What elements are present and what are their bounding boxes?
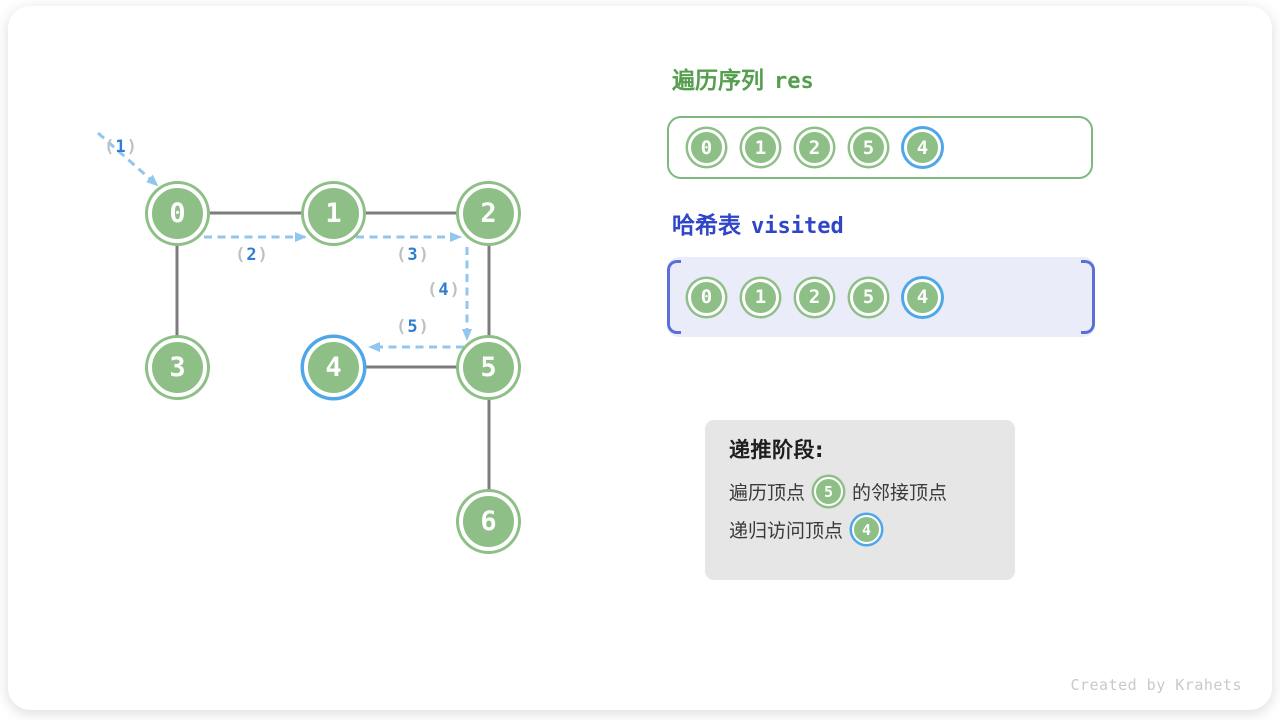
graph-node-1: 1	[304, 184, 363, 243]
res-title-zh: 遍历序列	[672, 68, 764, 94]
step-label-2: (2)	[235, 245, 269, 265]
info-line1-prefix: 遍历顶点	[729, 482, 806, 504]
info-box-title: 递推阶段:	[729, 438, 824, 462]
res-panel-title: 遍历序列 res	[672, 61, 814, 95]
res-item-2: 2	[796, 129, 833, 166]
graph-node-4-highlighted: 4	[304, 338, 363, 397]
credit-text: Created by Krahets	[1070, 676, 1242, 694]
visited-item-0: 0	[688, 278, 725, 316]
step-label-3: (3)	[396, 245, 430, 265]
graph-node-4-label: 4	[325, 352, 342, 383]
step-label-1: (1)	[104, 137, 138, 157]
visited-item-2: 2	[796, 278, 833, 316]
res-item-0: 0	[688, 129, 725, 166]
info-node-4-highlighted: 4	[852, 515, 882, 544]
hashset-left-bracket-icon	[667, 260, 681, 334]
visited-hashset-box: 0 1 2 5 4	[667, 257, 1095, 337]
visited-title-code: visited	[751, 214, 844, 239]
step-label-5: (5)	[396, 317, 430, 337]
graph-edges-and-arrows	[97, 131, 491, 521]
graph-node-6-label: 6	[480, 506, 497, 537]
graph-node-1-label: 1	[325, 198, 342, 229]
visited-item-3: 5	[850, 278, 887, 316]
visited-panel-title: 哈希表 visited	[672, 206, 844, 240]
graph-node-6: 6	[459, 492, 518, 551]
dfs-traversal-arrows	[97, 131, 472, 352]
res-item-1: 1	[742, 129, 779, 166]
hashset-right-bracket-icon	[1081, 260, 1095, 334]
visited-item-1: 1	[742, 278, 779, 316]
graph-node-2: 2	[459, 184, 518, 243]
graph-node-3-label: 3	[169, 352, 186, 383]
info-node-5: 5	[814, 477, 844, 506]
visited-title-zh: 哈希表	[672, 213, 741, 239]
info-line-1: 遍历顶点 5 的邻接顶点	[729, 477, 993, 506]
info-line-2: 递归访问顶点 4	[729, 515, 993, 544]
res-item-4-highlighted: 4	[904, 129, 941, 166]
info-line2-prefix: 递归访问顶点	[729, 520, 844, 542]
graph-node-0-label: 0	[169, 198, 186, 229]
graph-node-5-label: 5	[480, 352, 497, 383]
graph-node-0: 0	[148, 184, 207, 243]
graph-node-2-label: 2	[480, 198, 497, 229]
res-item-3: 5	[850, 129, 887, 166]
graph-node-5: 5	[459, 338, 518, 397]
info-line1-suffix: 的邻接顶点	[852, 482, 948, 504]
recursion-phase-info-box: 递推阶段: 遍历顶点 5 的邻接顶点 递归访问顶点 4	[705, 420, 1015, 580]
visited-item-4-highlighted: 4	[904, 278, 941, 316]
graph-node-3: 3	[148, 338, 207, 397]
res-sequence-box: 0 1 2 5 4	[667, 116, 1093, 179]
res-title-code: res	[774, 69, 814, 94]
step-label-4: (4)	[427, 280, 461, 300]
